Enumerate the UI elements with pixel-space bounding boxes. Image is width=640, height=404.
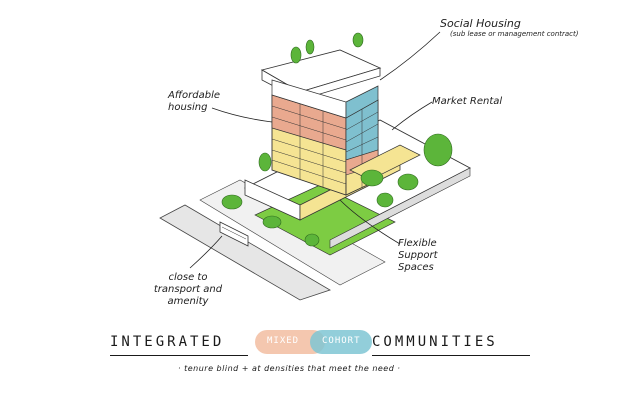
title-cohort: COHORT bbox=[322, 336, 361, 346]
title-mixed: MIXED bbox=[267, 336, 300, 346]
social-housing-sublabel: (sub lease or management contract) bbox=[450, 30, 579, 38]
title-banner: INTEGRATED MIXED COHORT COMMUNITIES bbox=[110, 330, 530, 356]
title-underline-left bbox=[110, 355, 248, 356]
title-underline-right bbox=[372, 355, 530, 356]
flexible-support-label: Flexible Support Spaces bbox=[398, 238, 438, 273]
title-communities: COMMUNITIES bbox=[372, 334, 498, 350]
cohort-bubble bbox=[310, 330, 372, 354]
market-rental-label: Market Rental bbox=[432, 96, 503, 107]
affordable-housing-label: Affordable housing bbox=[168, 90, 221, 113]
trees bbox=[221, 32, 453, 247]
bus bbox=[219, 221, 249, 247]
subtitle: · tenure blind + at densities that meet … bbox=[178, 364, 401, 373]
leader-lines bbox=[189, 31, 441, 269]
transport-amenity-label: close to transport and amenity bbox=[153, 272, 223, 307]
social-housing-label: Social Housing (sub lease or management … bbox=[440, 17, 579, 39]
title-integrated: INTEGRATED bbox=[110, 334, 225, 350]
